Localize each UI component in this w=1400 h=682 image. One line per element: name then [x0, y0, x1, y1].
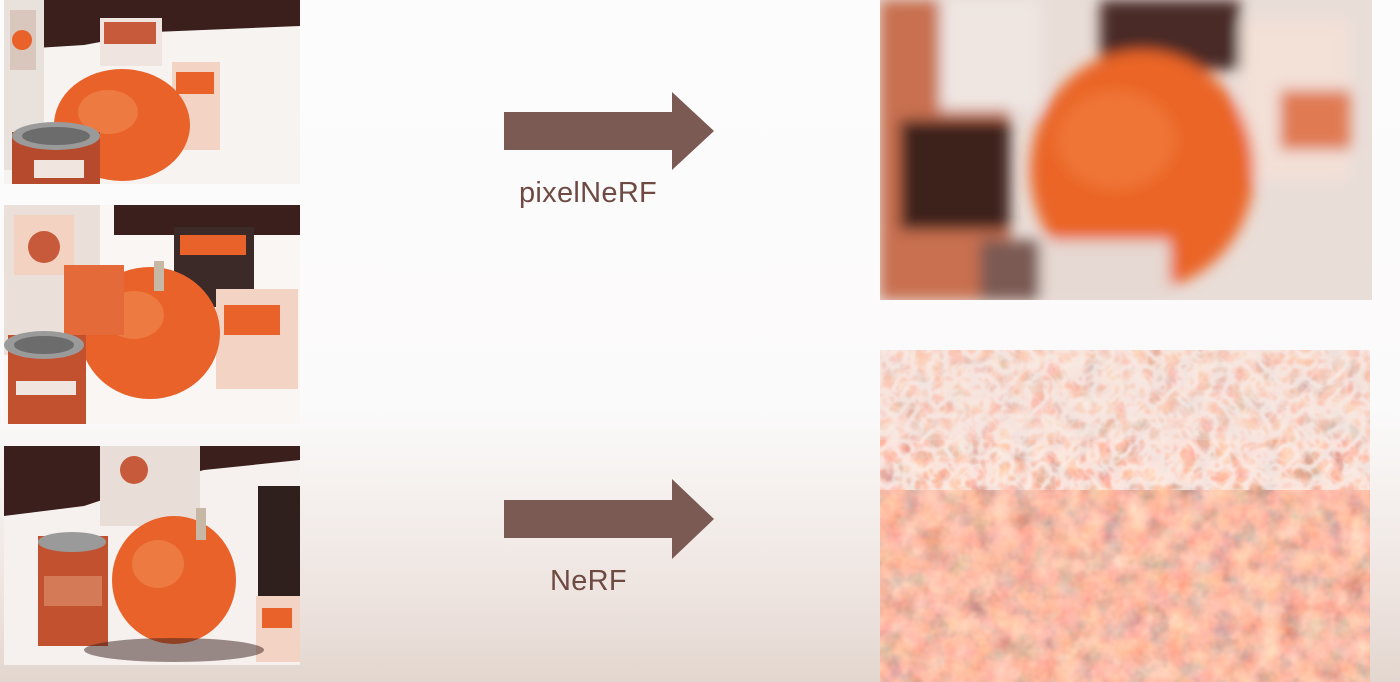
- input-view-3-image: [4, 446, 300, 665]
- pixelnerf-render: [880, 0, 1372, 300]
- arrow-right-icon: [504, 92, 714, 170]
- input-view-3: [4, 446, 300, 665]
- nerf-label: NeRF: [550, 565, 627, 597]
- pixelnerf-arrow: [504, 92, 714, 170]
- input-view-1: [4, 0, 300, 184]
- pixelnerf-label: pixelNeRF: [519, 177, 658, 209]
- nerf-render-image: [880, 350, 1370, 682]
- nerf-arrow: [504, 479, 714, 559]
- input-view-2: [4, 205, 300, 424]
- input-view-2-image: [4, 205, 300, 424]
- arrow-right-icon: [504, 479, 714, 559]
- nerf-render: [880, 350, 1370, 682]
- pixelnerf-render-image: [880, 0, 1372, 300]
- input-view-1-image: [4, 0, 300, 184]
